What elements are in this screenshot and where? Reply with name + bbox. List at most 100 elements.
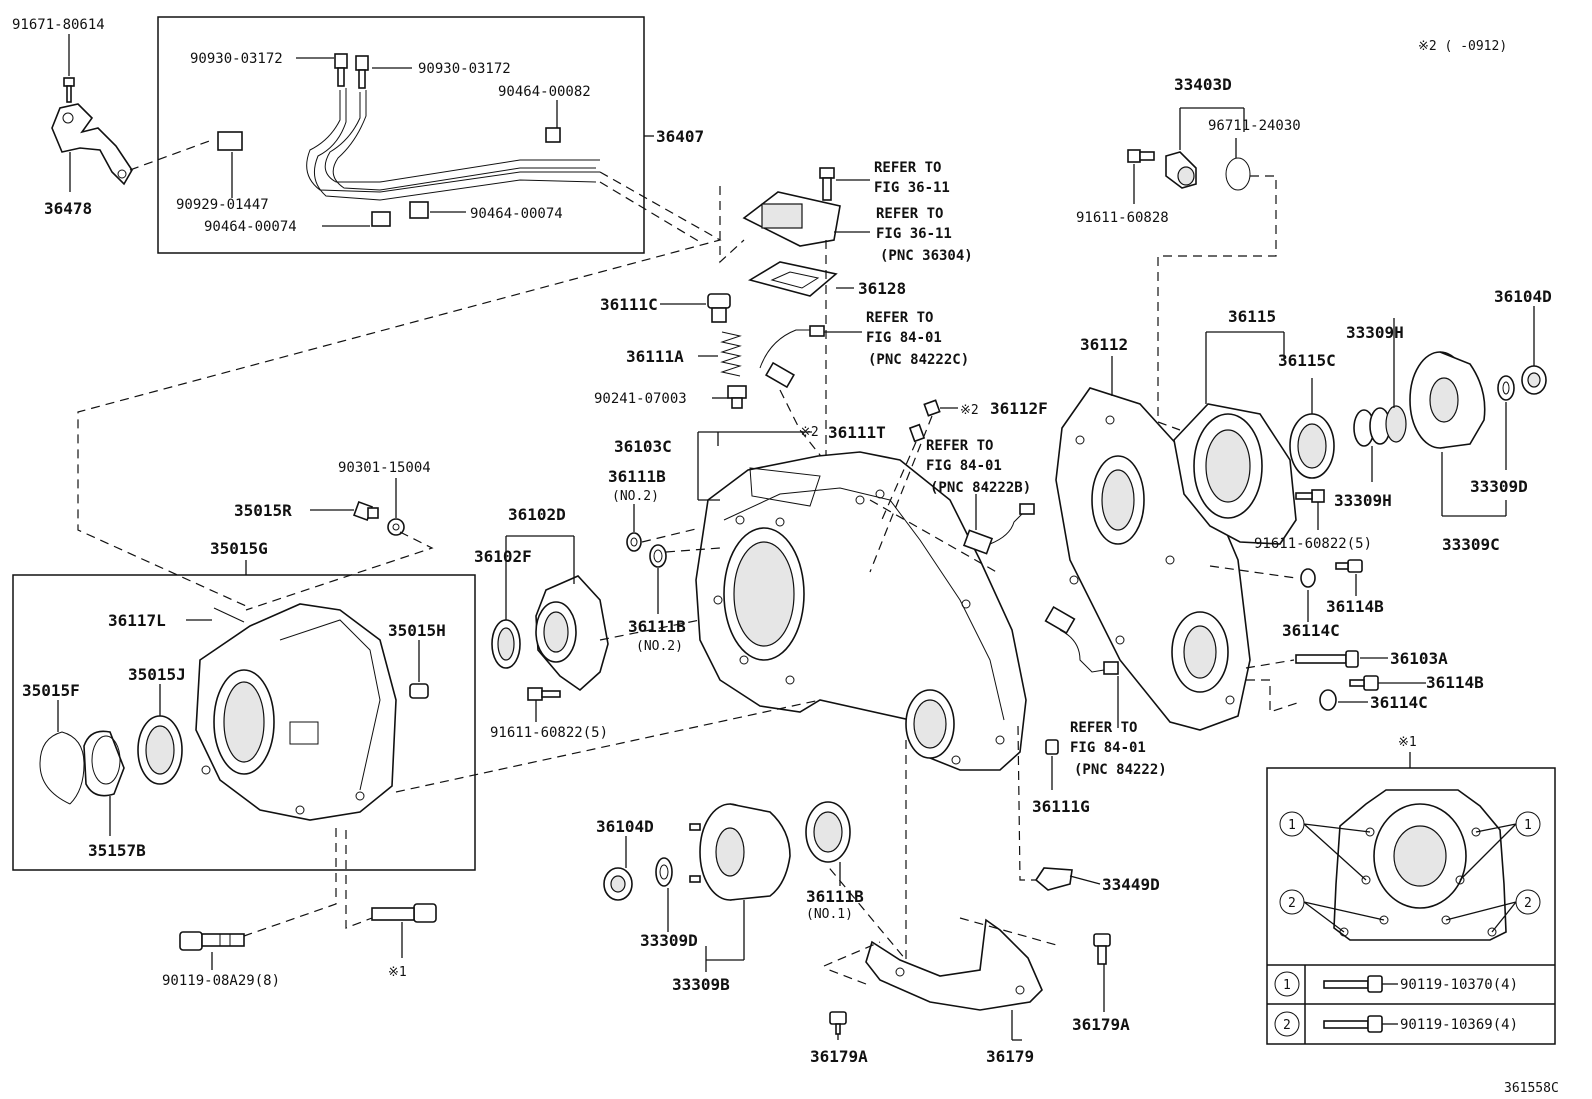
support-36179 [865, 918, 1043, 1011]
bolt-91611-60822-a [527, 687, 561, 701]
refer-2-line2: FIG 36-11 [876, 226, 952, 242]
inset-housing [1333, 789, 1507, 941]
diagram-code: 361558C [1504, 1081, 1559, 1096]
bearing-36115C [1289, 413, 1335, 479]
label-33309H-b: 33309H [1334, 491, 1392, 510]
case-cover-36112 [1055, 387, 1251, 731]
sensor-84222 [1044, 605, 1119, 675]
label-90119-08A29: 90119-08A29(8) [162, 973, 280, 989]
label-91611-60822-a: 91611-60822(5) [490, 725, 608, 741]
label-35015H: 35015H [388, 621, 446, 640]
refer-3-line2: FIG 84-01 [866, 330, 942, 346]
callout-2-right-text: 2 [1524, 896, 1532, 911]
label-no2-b: (NO.2) [636, 639, 683, 654]
label-no2-a: (NO.2) [612, 489, 659, 504]
label-90930-03172-a: 90930-03172 [190, 51, 283, 67]
refer-1-line2: FIG 36-11 [874, 180, 950, 196]
legend-circle-2 [1274, 1011, 1300, 1037]
label-33309D-b: 33309D [1470, 477, 1528, 496]
label-x2-a: ※2 [960, 403, 979, 418]
plug-36111C [707, 293, 731, 323]
gasket-90301-15004 [387, 518, 405, 536]
label-36128: 36128 [858, 279, 906, 298]
label-36114C-b: 36114C [1370, 693, 1428, 712]
seal-36111B-no2-a [626, 532, 642, 552]
bolt-36114B-a [1335, 559, 1363, 573]
plug-35015R [353, 501, 379, 521]
label-inset-bolt-2: 90119-10369(4) [1400, 1017, 1518, 1033]
cover-plate-refer-36-11 [742, 191, 841, 247]
bolt-36114B-b [1349, 675, 1379, 691]
label-35015F: 35015F [22, 681, 80, 700]
washer-33309H [1353, 405, 1407, 447]
label-36111T: 36111T [828, 423, 886, 442]
label-90464-00082: 90464-00082 [498, 84, 591, 100]
label-91671-80614: 91671-80614 [12, 17, 105, 33]
label-x1-b: ※1 [1398, 735, 1417, 750]
refer-4-line1: REFER TO [926, 438, 993, 454]
label-90930-03172-b: 90930-03172 [418, 61, 511, 77]
label-36102F: 36102F [474, 547, 532, 566]
label-96711-24030: 96711-24030 [1208, 118, 1301, 134]
label-36104D-b: 36104D [1494, 287, 1552, 306]
label-35157B: 35157B [88, 841, 146, 860]
refer-4-line3: (PNC 84222B) [930, 480, 1031, 496]
callout-1-right-text: 1 [1524, 818, 1532, 833]
label-36111G: 36111G [1032, 797, 1090, 816]
label-36103C: 36103C [614, 437, 672, 456]
label-33309D-a: 33309D [640, 931, 698, 950]
sensor-84222B [962, 503, 1035, 555]
bushing-35015H [409, 683, 429, 699]
label-33403D: 33403D [1174, 75, 1232, 94]
label-36115: 36115 [1228, 307, 1276, 326]
label-33309H-a: 33309H [1346, 323, 1404, 342]
callout-2-left-text: 2 [1288, 896, 1296, 911]
rear-case-36115 [1173, 403, 1297, 545]
label-x2-b: ※2 [800, 425, 819, 440]
label-36179A-b: 36179A [1072, 1015, 1130, 1034]
label-33309B: 33309B [672, 975, 730, 994]
plug-36111G [1045, 739, 1059, 755]
ball-90241-07003 [727, 385, 747, 409]
label-36112F: 36112F [990, 399, 1048, 418]
label-36111A: 36111A [626, 347, 684, 366]
refer-5-line2: FIG 84-01 [1070, 740, 1146, 756]
legend-circle-1 [1274, 971, 1300, 997]
label-inset-bolt-1: 90119-10370(4) [1400, 977, 1518, 993]
label-90929-01447: 90929-01447 [176, 197, 269, 213]
bracket-33403D [1165, 151, 1197, 189]
label-90241-07003: 90241-07003 [594, 391, 687, 407]
label-36111B-no1: 36111B [806, 887, 864, 906]
legend-circle-2-text: 2 [1283, 1018, 1291, 1033]
dust-deflector-35157B [83, 730, 125, 797]
label-no1: (NO.1) [806, 907, 853, 922]
bolt-x1 [371, 903, 437, 923]
label-35015R: 35015R [234, 501, 292, 520]
label-x1-a: ※1 [388, 965, 407, 980]
inset-box [1266, 767, 1556, 1045]
bolt-90119-08A29 [179, 931, 245, 951]
nut-36104D-b [1521, 365, 1547, 395]
callout-1-left-text: 1 [1288, 818, 1296, 833]
tube-assembly-box [157, 16, 645, 254]
pin-36117L [213, 607, 245, 623]
refer-5-line3: (PNC 84222) [1074, 762, 1167, 778]
seal-36102F [491, 619, 521, 669]
bolt-91611-60828 [1127, 149, 1155, 163]
label-36179A-a: 36179A [810, 1047, 868, 1066]
label-36111B-no2-a: 36111B [608, 467, 666, 486]
label-36115C: 36115C [1278, 351, 1336, 370]
washer-33309D-b [1497, 375, 1515, 401]
label-36114C-a: 36114C [1282, 621, 1340, 640]
extension-housing-box [12, 574, 476, 871]
flange-36102D [535, 575, 609, 692]
label-33309C: 33309C [1442, 535, 1500, 554]
flange-33309C [1409, 351, 1486, 449]
flange-33309B [689, 803, 791, 901]
label-35015G: 35015G [210, 539, 268, 558]
label-36117L: 36117L [108, 611, 166, 630]
nut-36104D-a [603, 867, 633, 901]
extension-housing-35015G [195, 603, 397, 821]
refer-1-line1: REFER TO [874, 160, 941, 176]
